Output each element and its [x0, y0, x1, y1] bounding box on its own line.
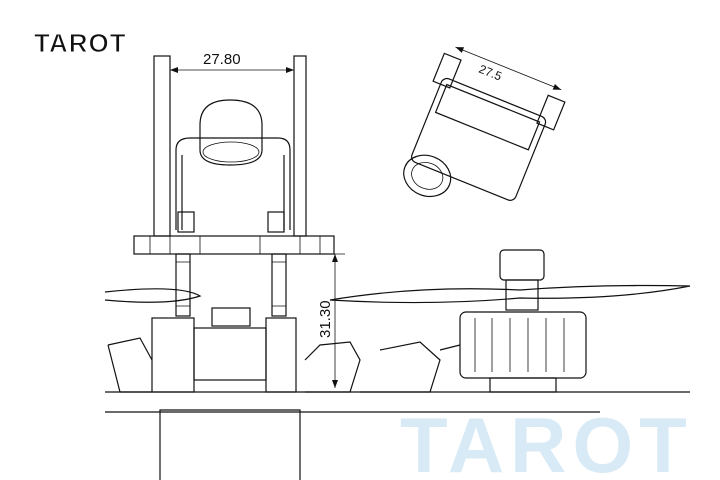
watermark-text: TAROT [400, 401, 693, 480]
camera-isometric [403, 46, 566, 201]
frame-and-props [104, 284, 691, 480]
motor [459, 249, 587, 393]
camera-bracket-front [133, 55, 335, 317]
mount-height-label: 31.30 [317, 300, 334, 338]
height-dimension [306, 253, 345, 388]
bracket-width-label: 27.80 [203, 51, 241, 68]
tarot-logo: TAROT [34, 28, 127, 58]
